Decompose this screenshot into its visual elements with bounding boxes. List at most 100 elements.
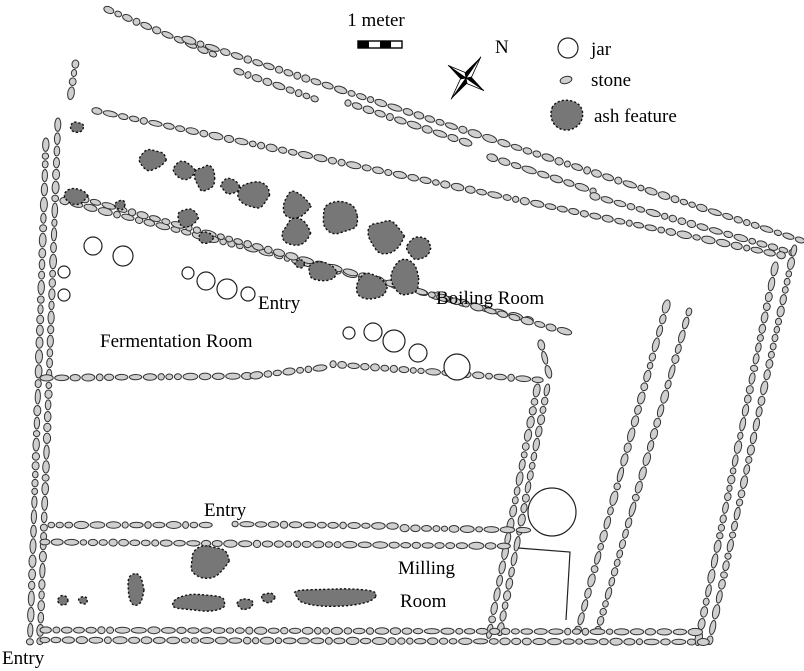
ash-feature-boiling-19 [294,259,306,269]
stone [760,380,769,396]
stone [674,343,682,354]
stone [497,139,511,148]
stone [484,542,497,550]
stone [301,626,314,635]
stone [707,568,716,584]
stone [327,156,338,165]
stone [581,599,589,612]
stone [664,379,672,390]
stone [729,467,737,475]
stone [118,113,129,121]
stone [743,464,751,475]
stone [541,153,555,162]
stone [163,122,175,130]
stone [614,176,623,185]
stone [600,196,614,204]
stone [656,404,665,418]
stone [187,627,200,634]
stone [278,146,288,154]
stone [484,307,497,315]
platform-outline [517,547,571,621]
stone [594,550,602,565]
stone [79,539,88,546]
stone [681,316,690,330]
stone [427,637,439,646]
stone [644,187,658,196]
stone [535,425,543,438]
stone [228,637,243,644]
stone [646,361,654,370]
stone [165,373,174,381]
stone [497,310,509,318]
stone [310,95,319,103]
stone [51,218,58,227]
stone [47,521,56,529]
stone [47,310,55,325]
wall-fermentation-1 [39,371,253,382]
stone [161,30,174,39]
ash-feature-milling-1 [190,545,231,580]
stone [283,69,294,77]
stone [355,93,367,101]
jar-11 [382,329,406,353]
stone [448,638,458,645]
stone [263,370,273,378]
stone [618,539,627,550]
stone [293,71,302,80]
stone [357,541,372,549]
stone [730,520,739,532]
stone [628,501,637,518]
stone [635,206,646,213]
ash-feature-milling-5 [171,593,226,612]
stone [330,626,343,635]
stone [421,125,433,134]
ash-feature-boiling-9 [367,220,406,255]
stone [563,160,571,168]
ash-feature-boiling-10 [405,236,432,261]
stone [257,141,266,150]
stone [515,375,532,383]
stone [322,627,331,635]
stone [371,636,388,646]
wall-top-3 [233,67,319,103]
stone [790,244,798,257]
stone [39,224,48,233]
stone [496,542,511,550]
stone [421,524,432,532]
stone [549,174,564,184]
stone [771,333,779,343]
legend-jar-icon [557,37,579,59]
stone [513,486,521,496]
stone [488,615,497,624]
stone [233,238,244,245]
stone [37,611,45,624]
stone [610,567,619,577]
stone [528,406,537,416]
milling-room-label-line2: Room [400,591,447,612]
stone [55,521,64,529]
stone [28,568,37,581]
stone [165,521,182,529]
stone [89,521,106,529]
stone [653,417,662,428]
stone [40,182,49,197]
stone [411,541,421,549]
stone [773,325,781,334]
stone [745,455,753,464]
stone [773,229,783,237]
stone [574,182,590,192]
stone [41,160,49,169]
stone [148,119,163,127]
stone [603,515,612,530]
stone [470,302,484,312]
stone [49,253,58,270]
stone [723,230,734,239]
ash-feature-boiling-13 [177,208,200,229]
stone [339,521,347,530]
stone [73,520,90,530]
stone [42,432,52,444]
stone [83,203,98,212]
stone [483,526,500,533]
stone [671,354,680,364]
stone [39,538,51,546]
